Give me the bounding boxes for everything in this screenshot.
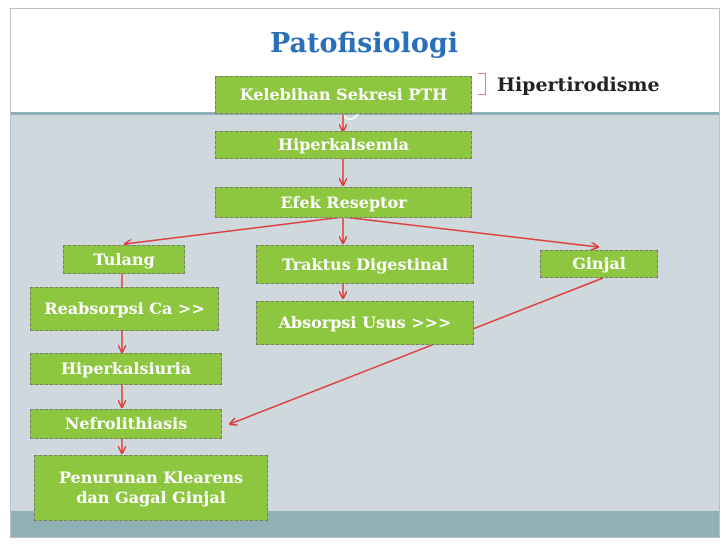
hipertiroidisme-label: Hipertirodisme [497, 74, 660, 96]
node-penurunan-klearens: Penurunan Klearens dan Gagal Ginjal [34, 455, 268, 521]
slide-frame [10, 8, 720, 538]
node-absorpsi-usus: Absorpsi Usus >>> [256, 301, 474, 345]
node-tulang: Tulang [63, 245, 185, 274]
node-ginjal: Ginjal [540, 250, 658, 278]
bracket-connector [478, 73, 486, 95]
node-hiperkalsemia: Hiperkalsemia [215, 131, 472, 159]
node-efek-reseptor: Efek Reseptor [215, 187, 472, 218]
node-nefrolithiasis: Nefrolithiasis [30, 409, 222, 439]
node-reabsorpsi-ca: Reabsorpsi Ca >> [30, 287, 219, 331]
node-kelebihan-sekresi-pth: Kelebihan Sekresi PTH [215, 76, 472, 114]
node-penurunan-line1: Penurunan Klearens [58, 468, 244, 487]
node-traktus-digestinal: Traktus Digestinal [256, 245, 474, 284]
node-penurunan-line2: dan Gagal Ginjal [76, 488, 226, 507]
slide-title: Patofisiologi [269, 28, 459, 59]
node-hiperkalsiuria: Hiperkalsiuria [30, 353, 222, 385]
